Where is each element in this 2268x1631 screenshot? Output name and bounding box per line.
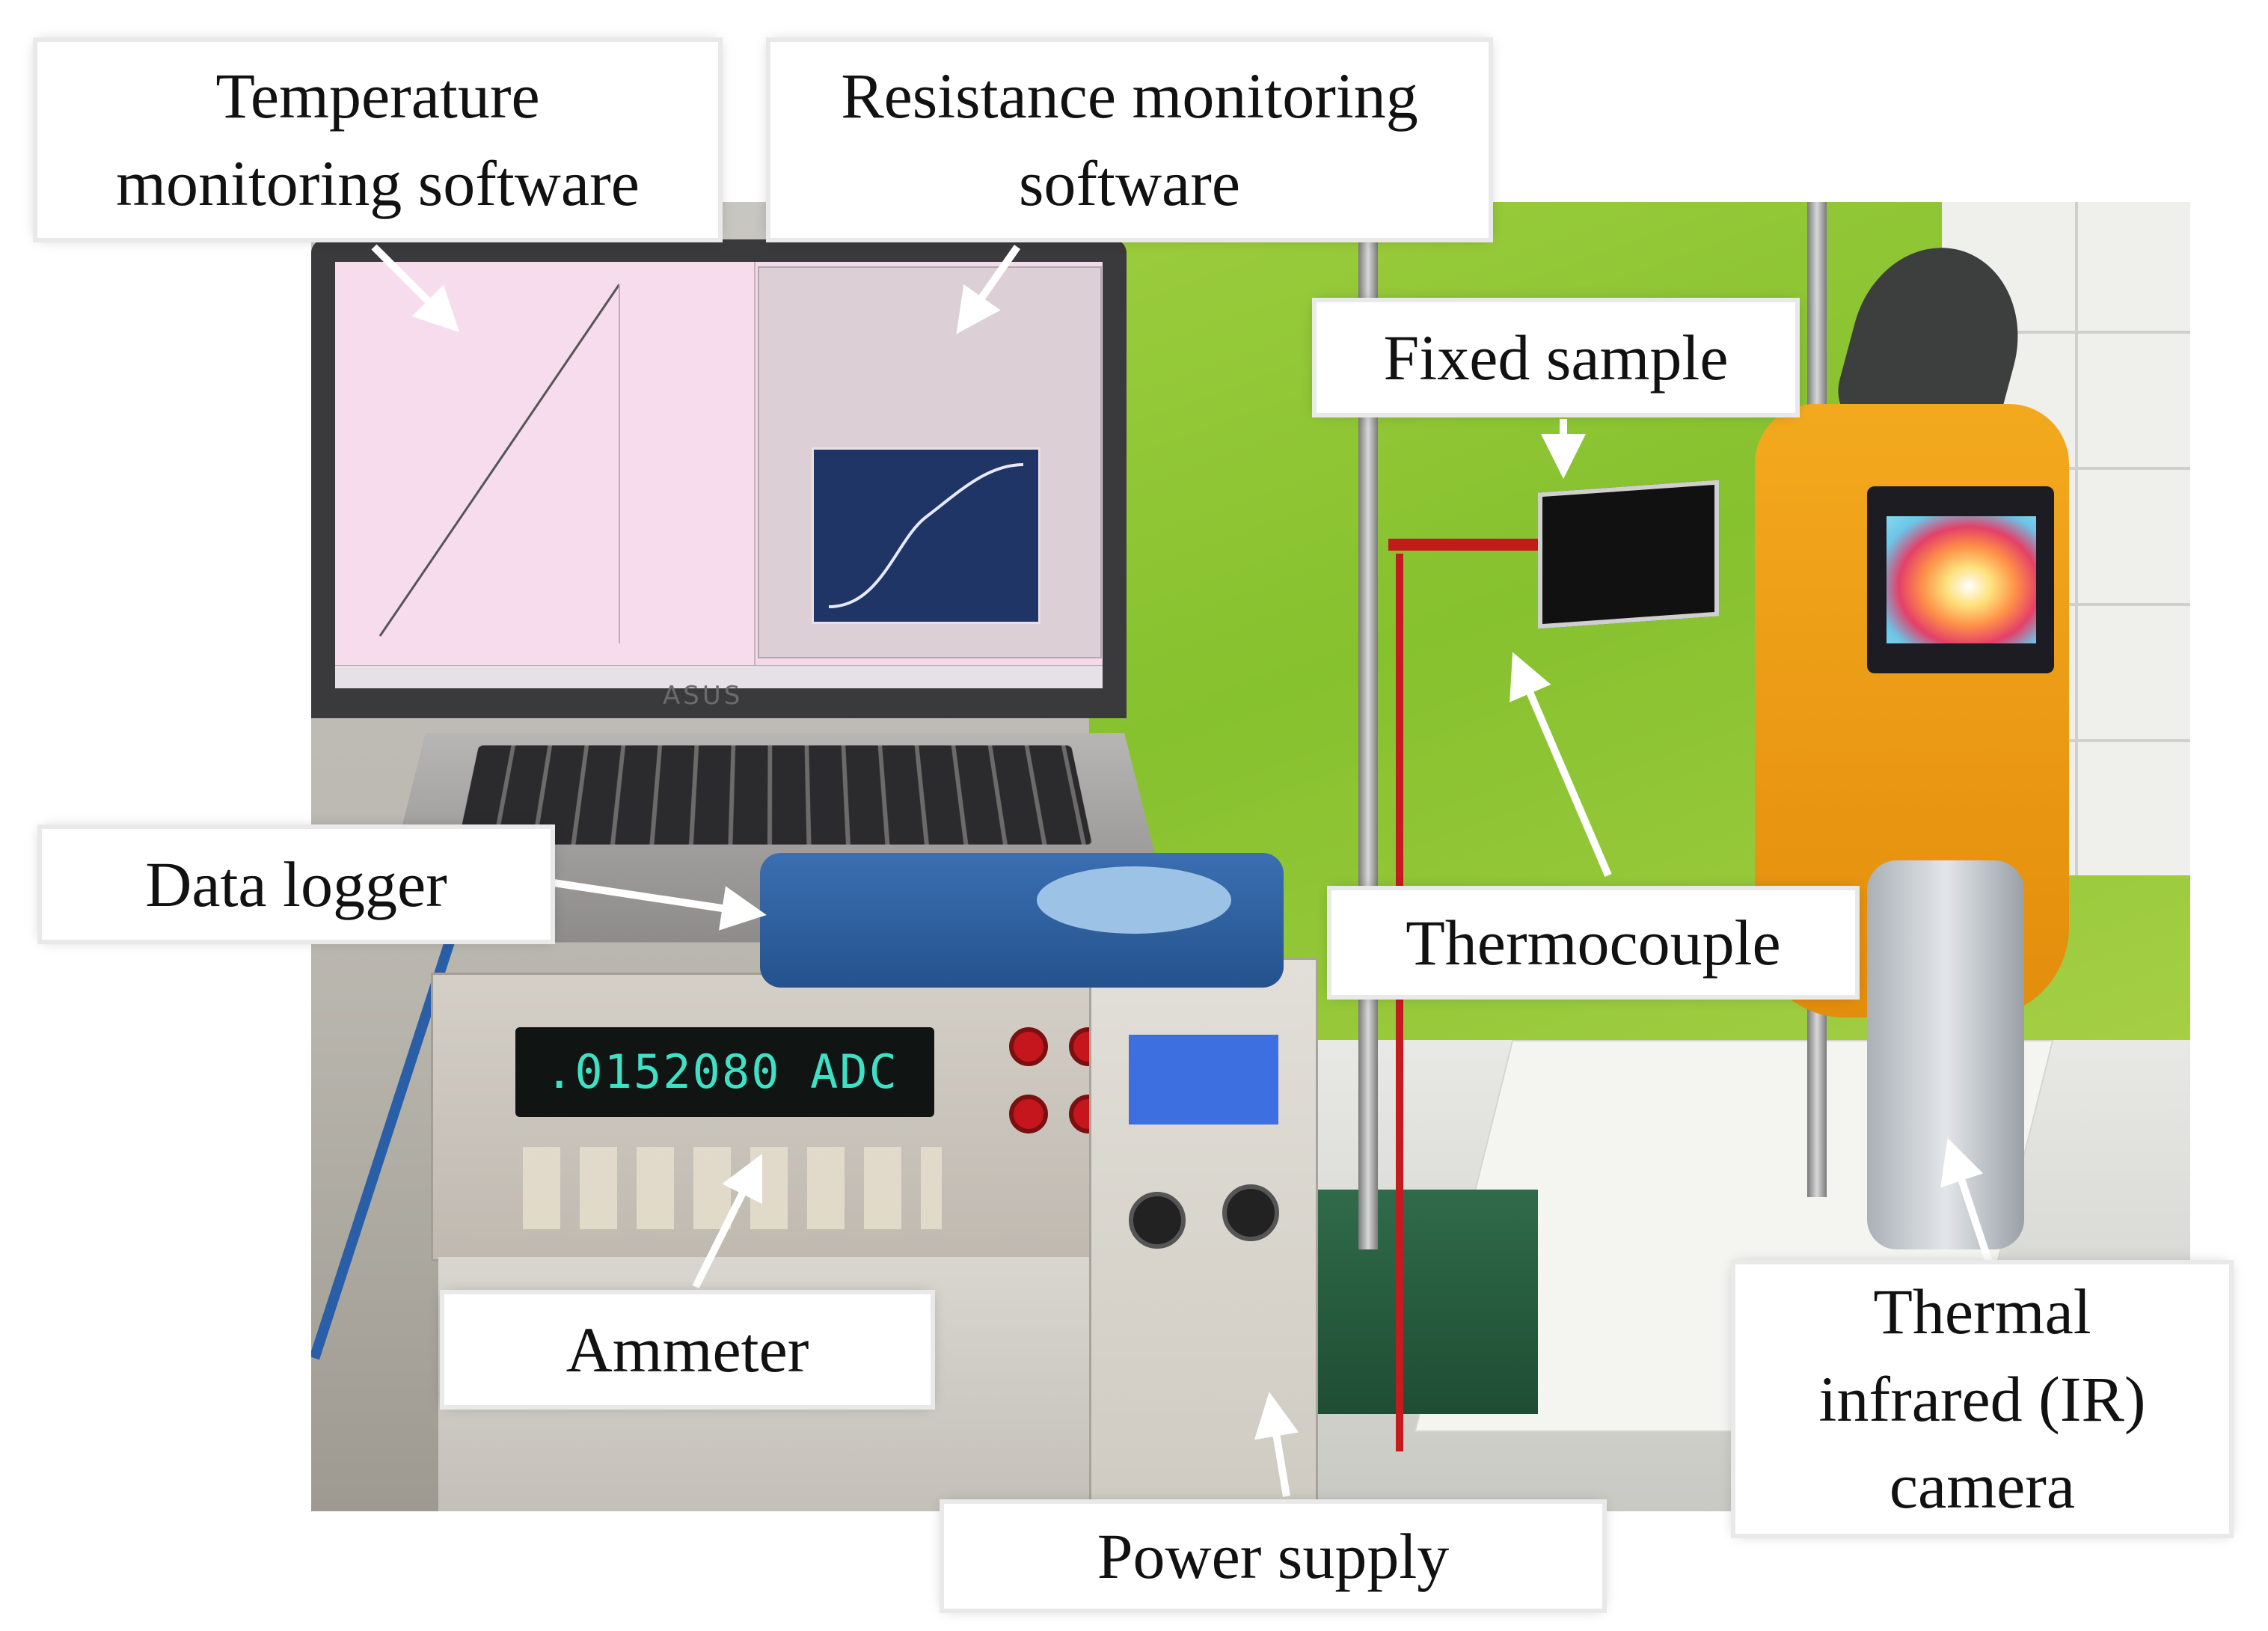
label-line: Thermocouple: [1406, 899, 1780, 987]
laptop-screen: [335, 262, 1103, 688]
psu-knob: [1129, 1192, 1186, 1249]
keyboard: [458, 745, 1092, 844]
camera-screen: [1867, 486, 2054, 673]
label-line: Thermal: [1873, 1268, 2091, 1356]
red-lead: [1396, 554, 1403, 1451]
label-ammeter: Ammeter: [444, 1294, 931, 1405]
label-line: Resistance monitoring: [841, 52, 1418, 140]
power-supply-unit: [1089, 958, 1318, 1511]
laptop-logo: ASUS: [663, 681, 743, 711]
terminal: [1009, 1027, 1048, 1066]
label-line: software: [1019, 140, 1240, 227]
psu-display: [1129, 1035, 1278, 1124]
psu-knob: [1222, 1184, 1279, 1241]
sample-clip: [1388, 539, 1538, 551]
label-line: monitoring software: [116, 140, 640, 227]
terminal: [1009, 1095, 1048, 1133]
label-fixed-sample: Fixed sample: [1317, 302, 1795, 413]
label-resistance-software: Resistance monitoring software: [770, 42, 1489, 238]
label-line: Fixed sample: [1384, 314, 1729, 402]
stand-base: [1284, 1190, 1538, 1414]
resistance-plot: [812, 447, 1040, 624]
logger-pad: [1037, 866, 1231, 934]
label-line: Temperature: [215, 52, 539, 140]
label-line: Data logger: [145, 841, 447, 928]
label-line: camera: [1890, 1442, 2075, 1530]
label-thermocouple: Thermocouple: [1331, 890, 1855, 995]
temperature-software-window: [335, 262, 756, 666]
temperature-plot: [335, 262, 754, 666]
resistance-curve: [829, 465, 1023, 607]
label-line: infrared (IR): [1819, 1356, 2146, 1443]
label-thermal-camera: Thermal infrared (IR) camera: [1735, 1264, 2229, 1534]
resistance-curve-svg: [814, 450, 1038, 622]
label-temperature-software: Temperature monitoring software: [37, 42, 718, 238]
data-logger-device: [760, 853, 1284, 988]
label-power-supply: Power supply: [944, 1504, 1602, 1609]
ammeter-buttons: [523, 1147, 942, 1229]
temperature-trace: [380, 284, 619, 636]
ammeter-device: .0152080 ADC: [431, 973, 1168, 1261]
laptop-screen-frame: [311, 239, 1127, 718]
camera-handle: [1867, 860, 2024, 1249]
label-data-logger: Data logger: [42, 829, 551, 940]
label-line: Power supply: [1097, 1513, 1450, 1600]
resistance-software-window: [758, 266, 1102, 658]
ammeter-display: .0152080 ADC: [515, 1027, 934, 1117]
fixed-sample-plate: [1538, 480, 1719, 629]
thermal-image: [1887, 516, 2036, 643]
label-line: Ammeter: [566, 1306, 809, 1394]
